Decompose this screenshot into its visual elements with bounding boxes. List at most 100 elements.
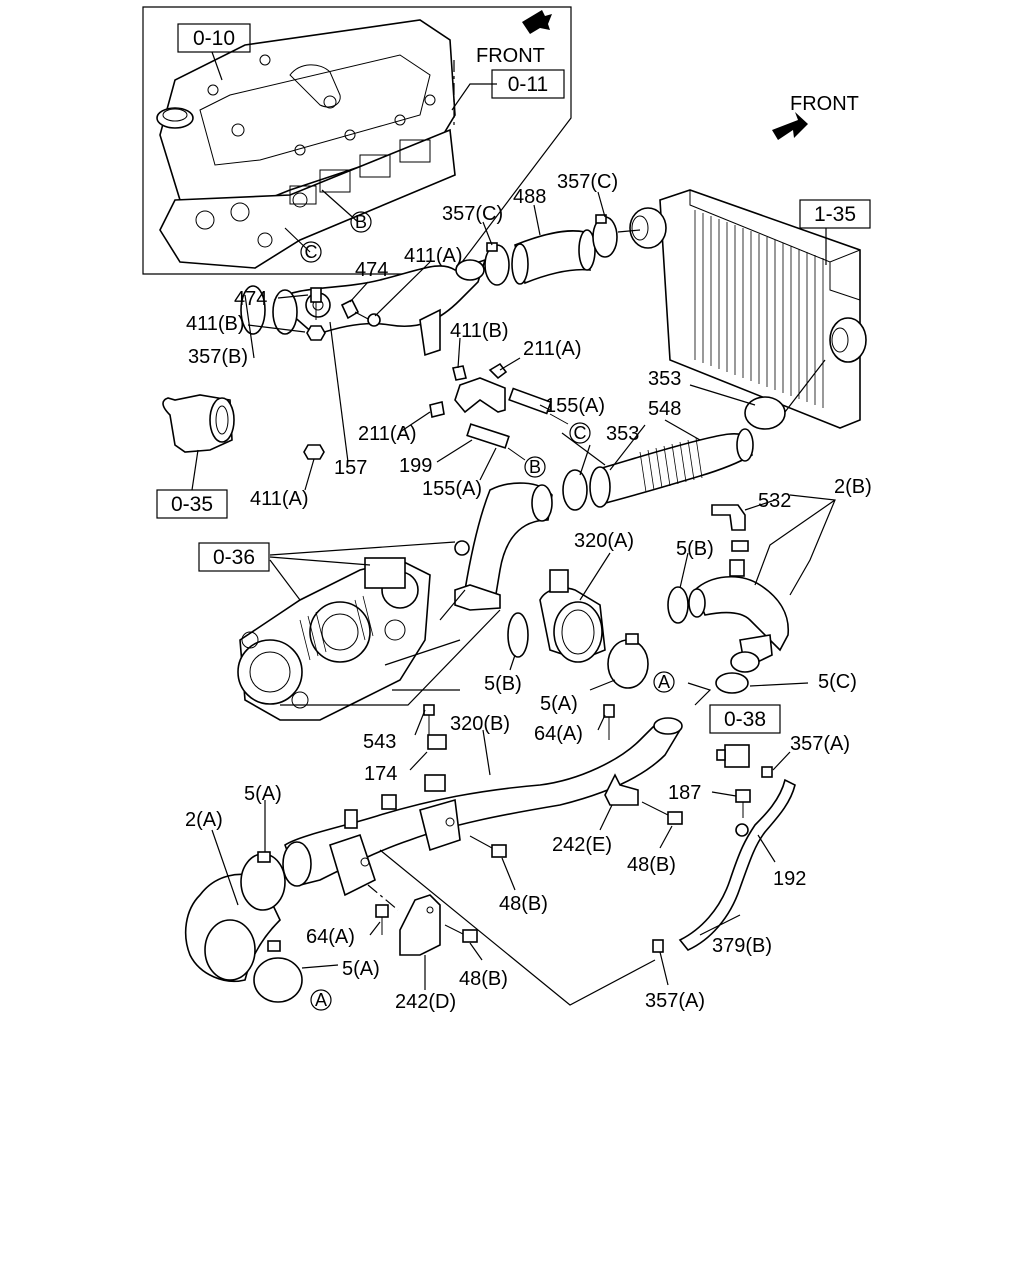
clamp-353-upper <box>744 396 786 430</box>
label-155a-1: 155(A) <box>545 395 605 417</box>
ref-box-0-35: 0-35 <box>156 489 228 519</box>
ref-box-1-35: 1-35 <box>799 199 871 229</box>
bracket-242e <box>604 773 639 806</box>
label-488: 488 <box>513 186 546 208</box>
pipe-157 <box>272 258 487 357</box>
clamp-5a-mid <box>607 633 649 689</box>
hose-2b <box>688 559 789 673</box>
svg-text:A: A <box>315 990 327 1010</box>
label-157: 157 <box>334 457 367 479</box>
ref-0-10-text: 0-10 <box>193 27 235 50</box>
intercooler <box>629 189 867 429</box>
svg-text:A: A <box>658 672 670 692</box>
svg-text:B: B <box>355 212 367 232</box>
ref-1-35-text: 1-35 <box>814 203 856 226</box>
front-label-right: FRONT <box>790 93 859 115</box>
label-353-1: 353 <box>648 368 681 390</box>
label-48b-lower: 48(B) <box>459 968 508 990</box>
ref-0-11-text: 0-11 <box>508 73 548 96</box>
elbow-532 <box>711 504 746 531</box>
nut-411b-left <box>306 325 326 341</box>
nut-5b <box>731 540 749 552</box>
label-64a-upper: 64(A) <box>534 723 583 745</box>
front-label-top: FRONT <box>476 45 545 67</box>
marker-a-lower: A <box>310 989 332 1011</box>
label-5b-right: 5(B) <box>676 538 714 560</box>
throttle-body-0-35 <box>162 394 235 453</box>
hose-548 <box>589 428 754 508</box>
clamp-5c <box>715 672 749 694</box>
label-474-left: 474 <box>234 288 267 310</box>
label-548: 548 <box>648 398 681 420</box>
marker-c-upper: C <box>300 241 322 263</box>
engine-inset <box>142 6 572 275</box>
label-411b-mid: 411(B) <box>450 320 509 342</box>
bolt-474-vertical <box>310 287 322 320</box>
ref-box-0-10: 0-10 <box>177 23 251 53</box>
ref-0-38-text: 0-38 <box>724 708 766 731</box>
turbo-outlet-pipe <box>454 482 553 611</box>
ref-box-0-38: 0-38 <box>709 704 781 734</box>
label-48b-mid: 48(B) <box>499 893 548 915</box>
clamp-357c-right <box>592 214 618 258</box>
label-199: 199 <box>399 455 432 477</box>
clamp-357b <box>240 285 266 335</box>
leader-lines <box>211 191 809 990</box>
elbow-320a <box>539 569 606 663</box>
svg-text:B: B <box>529 457 541 477</box>
clamp-357c-left <box>484 242 510 286</box>
label-48b-upper: 48(B) <box>627 854 676 876</box>
bolt-48b-lower <box>444 924 478 943</box>
label-64a-lower: 64(A) <box>306 926 355 948</box>
label-474-right: 474 <box>355 259 388 281</box>
marker-c-lower: C <box>569 422 591 444</box>
label-353-2: 353 <box>606 423 639 445</box>
connector-0-38 <box>716 744 750 768</box>
label-543: 543 <box>363 731 396 753</box>
marker-b-lower: B <box>524 456 546 478</box>
label-174: 174 <box>364 763 397 785</box>
ref-box-0-36: 0-36 <box>198 542 270 572</box>
label-320b: 320(B) <box>450 713 510 735</box>
bolt-543 <box>423 704 435 735</box>
sensor-155a-upper <box>508 387 569 425</box>
bolt-48b-upper <box>641 801 683 825</box>
bolt-64a-lower <box>375 904 389 935</box>
tube-379b <box>678 778 796 951</box>
clamp-5a-lower-left <box>253 940 303 1003</box>
ref-0-36-text: 0-36 <box>213 546 255 569</box>
hose-488 <box>511 229 596 285</box>
label-211a-2: 211(A) <box>358 423 417 445</box>
ref-0-35-text: 0-35 <box>171 493 213 516</box>
clamp-5b-left <box>507 612 529 658</box>
clamp-353-lower <box>562 469 588 511</box>
bracket-174 <box>424 734 447 792</box>
label-5a-lower-left: 5(A) <box>342 958 380 980</box>
clamp-5a-upper-left <box>240 851 286 911</box>
svg-text:C: C <box>574 423 587 443</box>
clip-357a-lower <box>652 939 664 953</box>
label-187: 187 <box>668 782 701 804</box>
label-357c-2: 357(C) <box>557 171 618 193</box>
label-211a-1: 211(A) <box>523 338 582 360</box>
label-357a-lower: 357(A) <box>645 990 705 1012</box>
label-242e: 242(E) <box>552 834 612 856</box>
bolt-474-angled <box>340 298 381 327</box>
label-2a: 2(A) <box>185 809 223 831</box>
label-379b: 379(B) <box>712 935 772 957</box>
label-192: 192 <box>773 868 806 890</box>
marker-b-upper: B <box>350 211 372 233</box>
marker-a-mid: A <box>653 671 675 693</box>
label-5a-mid: 5(A) <box>540 693 578 715</box>
bracket-211a <box>429 362 508 418</box>
label-155a-2: 155(A) <box>422 478 482 500</box>
nut-411a-bottom <box>303 444 325 460</box>
label-357b: 357(B) <box>188 346 248 368</box>
part-labels: 474 474 411(A) 411(B) 357(B) 357(C) 488 … <box>185 171 872 1013</box>
bolt-187 <box>735 789 751 818</box>
label-242d: 242(D) <box>395 991 456 1013</box>
label-320a: 320(A) <box>574 530 634 552</box>
label-357a-upper: 357(A) <box>790 733 850 755</box>
sensor-155a-lower <box>466 423 526 461</box>
label-5b-left: 5(B) <box>484 673 522 695</box>
